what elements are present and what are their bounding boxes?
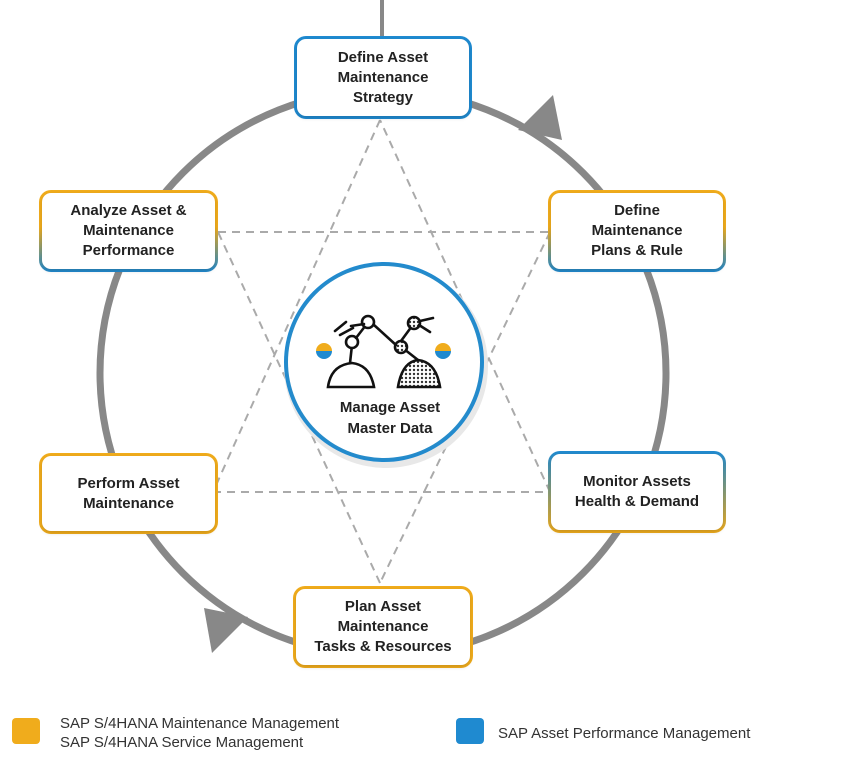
cycle-arrow-bottom-left [204,608,248,653]
legend-swatch-maintenance [12,718,40,744]
node-plan-tasks: Plan Asset Maintenance Tasks & Resources [293,586,473,668]
node-define-strategy: Define Asset Maintenance Strategy [294,36,472,119]
node-monitor-health: Monitor Assets Health & Demand [548,451,726,533]
legend-text-maintenance-1: SAP S/4HANA Maintenance Management [60,715,340,732]
dashed-connectors [212,119,551,584]
node-define-plans: Define Maintenance Plans & Rule [548,190,726,272]
left-disc-icon [316,343,332,359]
right-disc-icon [435,343,451,359]
center-circle [288,266,480,458]
node-monitor-health-label: Monitor Assets Health & Demand [551,454,723,530]
node-plan-tasks-label: Plan Asset Maintenance Tasks & Resources [296,589,470,665]
legend-text-maintenance-2: SAP S/4HANA Service Management [60,734,304,751]
node-perform-maintenance-label: Perform Asset Maintenance [42,456,215,531]
node-define-plans-label: Define Maintenance Plans & Rule [551,193,723,269]
node-perform-maintenance: Perform Asset Maintenance [39,453,218,534]
center-label: Manage Asset Master Data [339,399,441,437]
legend-text-performance: SAP Asset Performance Management [498,725,751,742]
cycle-arrow-top-right [518,95,562,140]
node-define-strategy-label: Define Asset Maintenance Strategy [297,39,469,116]
node-analyze-performance-label: Analyze Asset & Maintenance Performance [42,193,215,269]
legend-swatch-performance [456,718,484,744]
node-analyze-performance: Analyze Asset & Maintenance Performance [39,190,218,272]
robotic-arms-icon [326,314,442,389]
